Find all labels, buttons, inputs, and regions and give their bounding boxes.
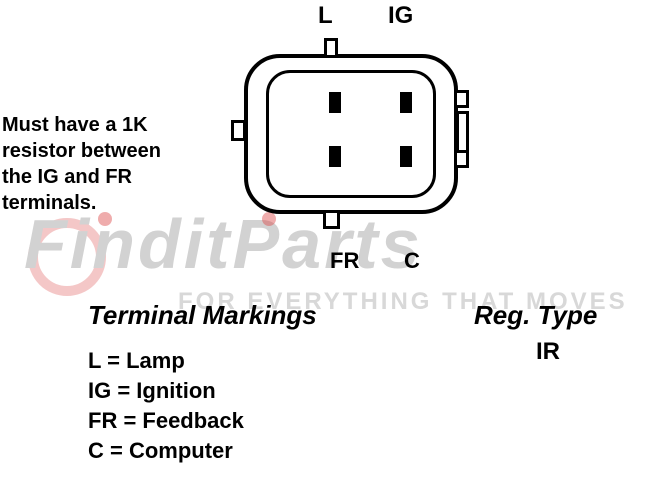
terminal-pin-top-left xyxy=(329,92,341,113)
terminal-markings-item: FR = Feedback xyxy=(88,408,244,433)
connector-inner-shell xyxy=(266,70,436,198)
resistor-note: Must have a 1K resistor between the IG a… xyxy=(2,112,161,216)
resistor-note-line: resistor between xyxy=(2,140,161,162)
connector-tab-right-lower xyxy=(454,150,469,168)
terminal-pin-bottom-left xyxy=(329,146,341,167)
connector-tab-left xyxy=(231,120,246,141)
pin-label-l: L xyxy=(318,2,333,29)
pin-label-ig: IG xyxy=(388,2,414,29)
terminal-pin-top-right xyxy=(400,92,412,113)
terminal-markings-item: C = Computer xyxy=(88,438,233,463)
reg-type-value: IR xyxy=(536,338,560,365)
pin-label-fr: FR xyxy=(330,248,360,273)
terminal-markings-item: L = Lamp xyxy=(88,348,185,373)
pin-label-c: C xyxy=(404,248,420,273)
terminal-pin-bottom-right xyxy=(400,146,412,167)
watermark-tagline: FOR EVERYTHING THAT MOVES xyxy=(178,288,628,315)
brand-ring-icon xyxy=(28,218,106,296)
connector-tab-top xyxy=(324,38,338,58)
terminal-markings-title: Terminal Markings xyxy=(88,300,317,330)
connector-tab-right-upper xyxy=(454,90,469,108)
resistor-note-line: terminals. xyxy=(2,192,97,214)
connector-tab-bottom xyxy=(323,210,340,229)
terminal-markings-item: IG = Ignition xyxy=(88,378,216,403)
watermark-dot-icon xyxy=(98,212,112,226)
resistor-note-line: Must have a 1K xyxy=(2,114,148,136)
reg-type-title: Reg. Type xyxy=(474,300,598,330)
watermark-brand: FinditParts xyxy=(24,205,423,283)
terminal-markings-list: L = Lamp IG = Ignition FR = Feedback C =… xyxy=(88,346,244,466)
watermark-dot-icon xyxy=(262,212,276,226)
resistor-note-line: the IG and FR xyxy=(2,166,132,188)
